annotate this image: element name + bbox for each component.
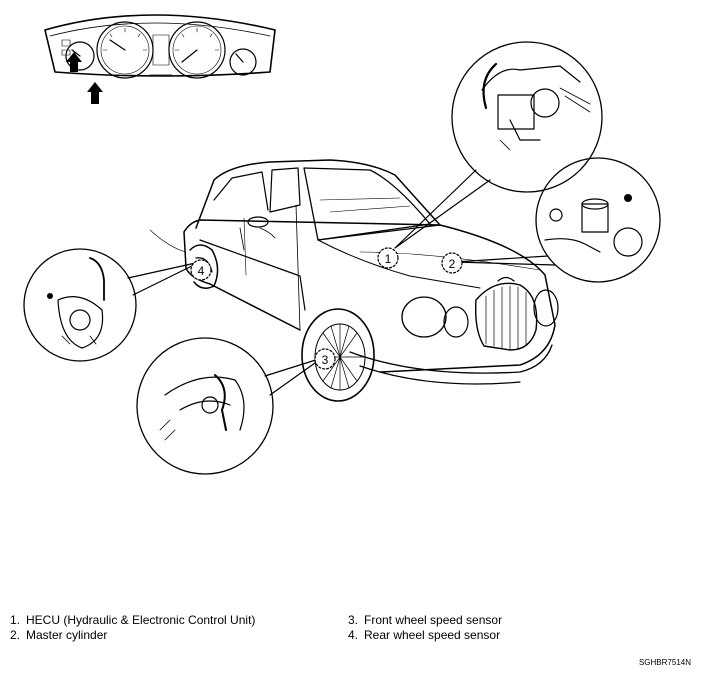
legend-number: 3. — [348, 613, 359, 627]
abs-component-location-diagram: 1 2 3 4 — [23, 14, 661, 475]
svg-text:3: 3 — [322, 353, 329, 367]
legend-text: Master cylinder — [26, 628, 108, 642]
legend-text: Rear wheel speed sensor — [364, 628, 501, 642]
legend-number: 2. — [10, 628, 21, 642]
master-cylinder-detail-bubble — [454, 157, 661, 283]
car-illustration — [149, 159, 559, 402]
indicator-arrow-icon — [66, 52, 82, 72]
instrument-cluster — [44, 14, 276, 104]
hecu-detail-bubble — [394, 41, 603, 249]
front-wheel-sensor-detail-bubble — [136, 337, 323, 475]
legend-item-2: 2. Master cylinder — [10, 628, 107, 642]
legend-number: 1. — [10, 613, 21, 627]
callout-3: 3 — [314, 348, 336, 370]
callout-1: 1 — [377, 247, 399, 269]
callout-2: 2 — [441, 252, 463, 274]
legend-item-4: 4. Rear wheel speed sensor — [348, 628, 500, 642]
legend-text: Front wheel speed sensor — [364, 613, 503, 627]
legend-item-3: 3. Front wheel speed sensor — [348, 613, 502, 627]
svg-text:4: 4 — [198, 264, 205, 278]
legend-text: HECU (Hydraulic & Electronic Control Uni… — [26, 613, 256, 627]
svg-text:1: 1 — [385, 252, 392, 266]
svg-text:2: 2 — [449, 257, 456, 271]
rear-wheel-sensor-detail-bubble — [23, 248, 201, 362]
callout-4: 4 — [190, 259, 212, 281]
indicator-arrow-icon — [87, 82, 103, 104]
figure-code: SGHBR7514N — [638, 658, 691, 667]
legend-item-1: 1. HECU (Hydraulic & Electronic Control U… — [10, 613, 255, 627]
legend-number: 4. — [348, 628, 359, 642]
